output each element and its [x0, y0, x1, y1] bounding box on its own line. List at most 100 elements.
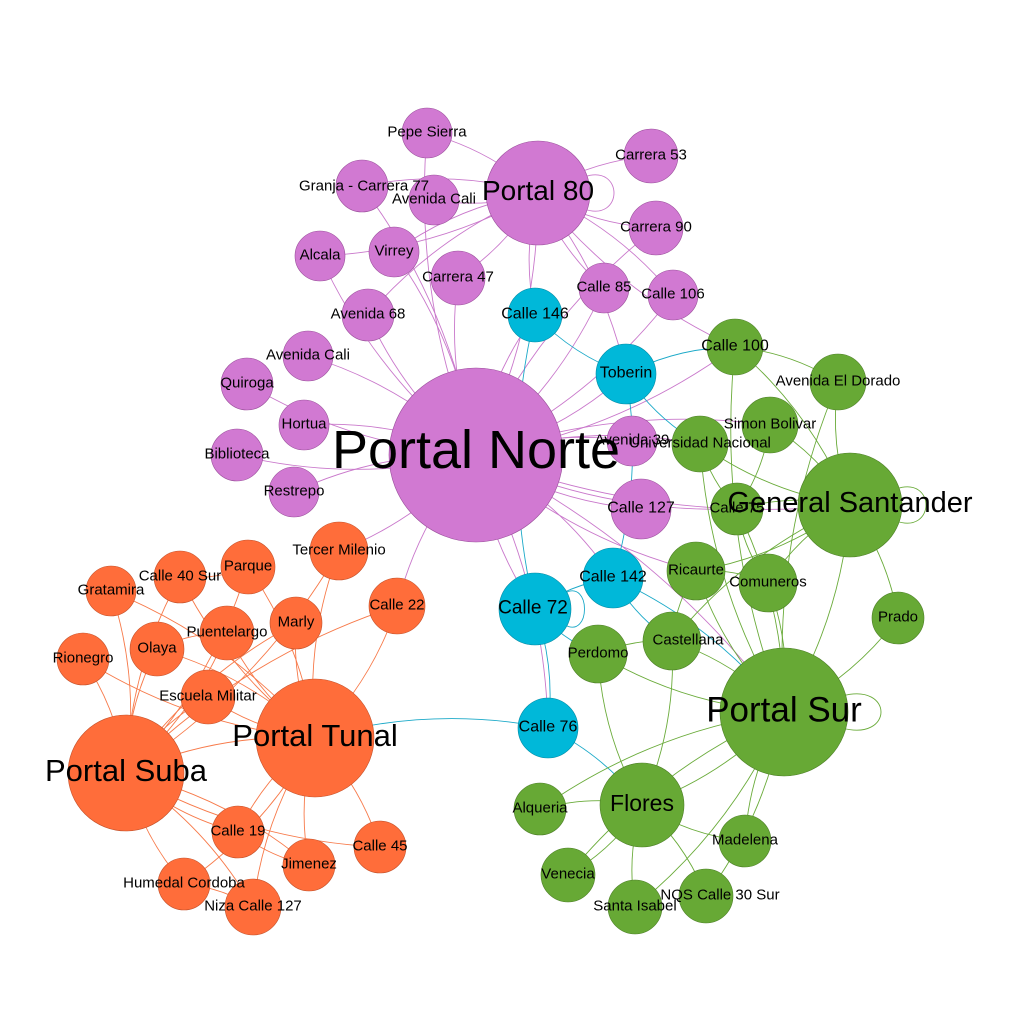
node-calle-85[interactable] — [578, 262, 630, 314]
node-toberin[interactable] — [595, 343, 657, 405]
node-calle-100[interactable] — [706, 318, 764, 376]
node-label-portal-norte: Portal Norte — [332, 420, 620, 480]
node-label-restrepo: Restrepo — [264, 482, 325, 499]
node-carrera-53[interactable] — [623, 128, 679, 184]
node-biblioteca[interactable] — [210, 428, 264, 482]
node-label-calle-127: Calle 127 — [607, 500, 675, 517]
node-niza-127[interactable] — [224, 878, 282, 936]
node-label-humedal-cordoba: Humedal Cordoba — [123, 874, 245, 891]
node-label-puentelargo: Puentelargo — [187, 623, 268, 640]
node-label-biblioteca: Biblioteca — [204, 445, 270, 462]
node-flores[interactable] — [599, 762, 685, 848]
node-label-avenida-cali-top: Avenida Cali — [392, 190, 476, 207]
node-label-prado: Prado — [878, 608, 918, 625]
node-madelena[interactable] — [718, 814, 772, 868]
node-portal-80[interactable] — [485, 140, 591, 246]
node-portal-norte[interactable] — [388, 367, 564, 543]
node-portal-suba[interactable] — [67, 714, 185, 832]
node-label-calle-19: Calle 19 — [210, 822, 265, 839]
node-puentelargo[interactable] — [199, 605, 255, 661]
node-alcala[interactable] — [294, 230, 346, 282]
node-castellana[interactable] — [642, 611, 702, 671]
label-layer: Portal Norte Portal 80 Pepe SierraCarrera … — [45, 123, 973, 914]
node-calle-75[interactable] — [710, 482, 764, 536]
node-label-carrera-47: Carrera 47 — [422, 268, 494, 285]
node-label-rionegro: Rionegro — [53, 649, 114, 666]
node-label-portal-suba: Portal Suba — [45, 753, 208, 788]
node-marly[interactable] — [269, 596, 323, 650]
node-olaya[interactable] — [129, 621, 185, 677]
node-label-venecia: Venecia — [541, 865, 595, 882]
node-label-toberin: Toberin — [600, 365, 652, 382]
node-calle-19[interactable] — [211, 805, 265, 859]
node-label-granja-77: Granja - Carrera 77 — [299, 177, 429, 194]
node-universidad-nacional[interactable] — [671, 415, 729, 473]
node-alqueria[interactable] — [513, 782, 567, 836]
node-comuneros[interactable] — [738, 553, 798, 613]
node-gratamira[interactable] — [85, 565, 137, 617]
node-label-flores: Flores — [610, 790, 674, 816]
node-prado[interactable] — [871, 591, 925, 645]
node-calle-45[interactable] — [353, 820, 407, 874]
node-general-santander[interactable] — [797, 452, 903, 558]
node-portal-tunal[interactable] — [255, 678, 375, 798]
node-rionegro[interactable] — [56, 632, 110, 686]
node-tercer-milenio[interactable] — [309, 521, 369, 581]
node-carrera-47[interactable] — [430, 250, 486, 306]
node-simon-bolivar[interactable] — [741, 396, 799, 454]
node-label-calle-142: Calle 142 — [579, 569, 647, 586]
node-label-avenida-el-dorado: Avenida El Dorado — [776, 372, 901, 389]
node-venecia[interactable] — [540, 847, 596, 903]
node-nqs-calle-30[interactable] — [678, 868, 734, 924]
node-label-pepe-sierra: Pepe Sierra — [387, 123, 467, 140]
node-label-calle-72: Calle 72 — [498, 598, 568, 619]
node-avenida-cali-top[interactable] — [408, 174, 460, 226]
node-restrepo[interactable] — [268, 466, 320, 518]
node-label-calle-146: Calle 146 — [501, 306, 569, 323]
node-avenida-el-dorado[interactable] — [809, 353, 867, 411]
node-calle-76[interactable] — [517, 697, 579, 759]
node-label-general-santander: General Santander — [727, 487, 972, 519]
node-calle-40-sur[interactable] — [153, 550, 207, 604]
node-parque[interactable] — [220, 539, 276, 595]
node-label-ricaurte: Ricaurte — [668, 561, 724, 578]
node-calle-127[interactable] — [610, 478, 672, 540]
node-label-carrera-90: Carrera 90 — [620, 218, 692, 235]
node-calle-72[interactable] — [498, 572, 572, 646]
node-label-portal-80: Portal 80 — [482, 175, 594, 206]
node-label-calle-100: Calle 100 — [701, 338, 769, 355]
self-loop-portal_sur — [841, 693, 882, 731]
node-label-parque: Parque — [224, 557, 272, 574]
node-escuela-militar[interactable] — [180, 669, 236, 725]
node-ricaurte[interactable] — [666, 541, 726, 601]
node-label-avenida-39: Avenida 39 — [595, 431, 670, 448]
node-label-calle-45: Calle 45 — [352, 837, 407, 854]
node-label-calle-75: Calle 75 — [709, 499, 764, 516]
node-calle-146[interactable] — [507, 287, 563, 343]
node-granja-77[interactable] — [335, 159, 389, 213]
node-avenida-cali[interactable] — [282, 330, 334, 382]
node-label-marly: Marly — [278, 613, 315, 630]
node-label-castellana: Castellana — [653, 631, 725, 648]
node-label-calle-85: Calle 85 — [576, 278, 631, 295]
node-calle-22[interactable] — [368, 577, 426, 635]
node-pepe-sierra[interactable] — [401, 107, 453, 159]
node-label-niza-127: Niza Calle 127 — [204, 897, 302, 914]
node-avenida-68[interactable] — [341, 288, 395, 342]
node-calle-142[interactable] — [582, 547, 644, 609]
node-label-madelena: Madelena — [712, 831, 779, 848]
node-virrey[interactable] — [368, 226, 420, 278]
node-avenida-39[interactable] — [606, 415, 658, 467]
node-humedal-cordoba[interactable] — [157, 857, 211, 911]
node-santa-isabel[interactable] — [607, 879, 663, 935]
node-quiroga[interactable] — [220, 357, 274, 411]
node-jimenez[interactable] — [282, 838, 336, 892]
node-hortua[interactable] — [278, 399, 330, 451]
node-perdomo[interactable] — [568, 624, 628, 684]
node-label-calle-22: Calle 22 — [369, 596, 424, 613]
node-portal-sur[interactable] — [719, 647, 849, 777]
node-label-avenida-68: Avenida 68 — [331, 305, 406, 322]
node-carrera-90[interactable] — [628, 200, 684, 256]
node-label-tercer-milenio: Tercer Milenio — [292, 541, 385, 558]
node-calle-106[interactable] — [647, 269, 699, 321]
